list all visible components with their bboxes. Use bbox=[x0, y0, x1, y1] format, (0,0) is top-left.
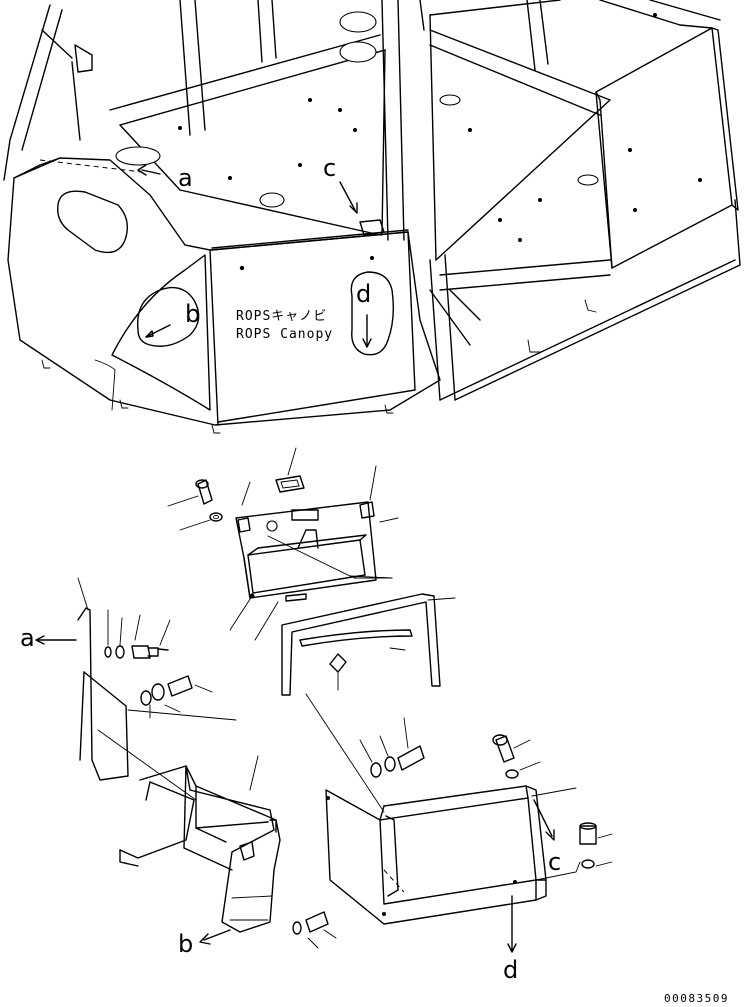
callout-d-bottom: d bbox=[503, 956, 518, 984]
callout-b-bottom: b bbox=[178, 930, 193, 958]
cover-plate-assembly bbox=[167, 447, 399, 641]
callout-b-top: b bbox=[185, 300, 200, 328]
callout-c-bottom: c bbox=[548, 848, 561, 876]
lower-left-cover bbox=[119, 755, 337, 949]
callout-d-top: d bbox=[356, 280, 371, 308]
lower-right-box-cover bbox=[305, 693, 613, 953]
drawing-code: 00083509 bbox=[664, 992, 729, 1005]
u-seal-strip bbox=[281, 593, 456, 696]
callout-a-top: a bbox=[178, 164, 193, 192]
callout-c-top: c bbox=[323, 154, 336, 182]
callout-a-bottom: a bbox=[20, 624, 35, 652]
canopy-label-jp: ROPSキャノビ bbox=[236, 309, 327, 324]
left-side-plate bbox=[35, 577, 237, 801]
canopy-label-en: ROPS Canopy bbox=[236, 327, 333, 342]
rops-canopy-frame bbox=[3, 0, 741, 434]
